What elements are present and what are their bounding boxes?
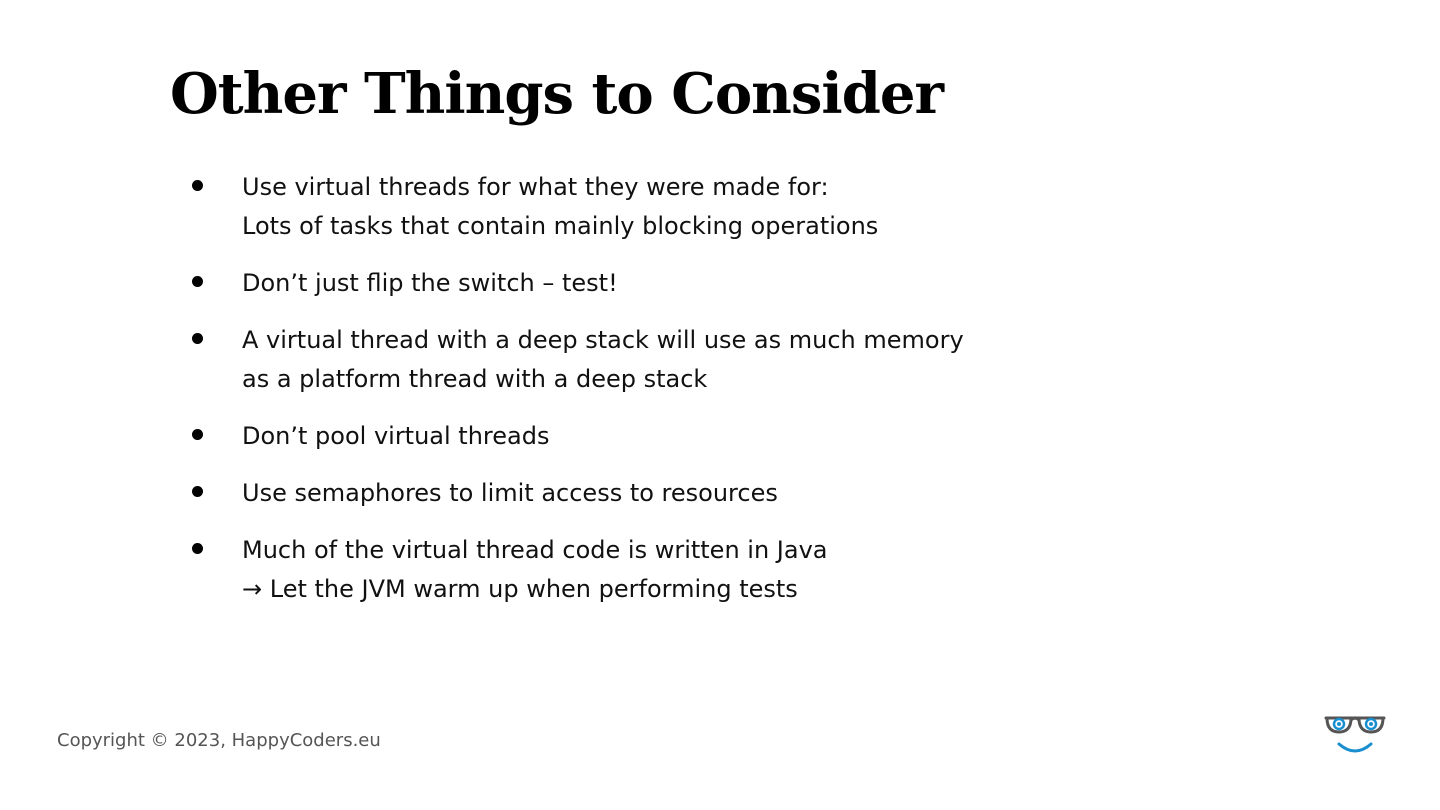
bullet-text-line: A virtual thread with a deep stack will … bbox=[242, 326, 964, 354]
list-item: Use virtual threads for what they were m… bbox=[185, 168, 964, 246]
list-item: Much of the virtual thread code is writt… bbox=[185, 531, 964, 609]
bullet-text-line: Don’t just flip the switch – test! bbox=[242, 269, 618, 297]
footer-copyright: Copyright © 2023, HappyCoders.eu bbox=[57, 730, 381, 751]
bullet-dot-icon bbox=[192, 180, 203, 191]
list-item: Use semaphores to limit access to resour… bbox=[185, 474, 964, 513]
bullet-text-line: Use virtual threads for what they were m… bbox=[242, 173, 829, 201]
bullet-text-line: Much of the virtual thread code is writt… bbox=[242, 536, 828, 564]
glasses-smile-logo-icon bbox=[1324, 716, 1386, 753]
bullet-dot-icon bbox=[192, 333, 203, 344]
bullet-text-line: Don’t pool virtual threads bbox=[242, 422, 550, 450]
bullet-text-line: Use semaphores to limit access to resour… bbox=[242, 479, 778, 507]
bullet-dot-icon bbox=[192, 543, 203, 554]
bullet-dot-icon bbox=[192, 276, 203, 287]
bullet-text-line: Lots of tasks that contain mainly blocki… bbox=[242, 212, 879, 240]
list-item: Don’t just flip the switch – test! bbox=[185, 264, 964, 303]
bullet-dot-icon bbox=[192, 429, 203, 440]
list-item: Don’t pool virtual threads bbox=[185, 417, 964, 456]
bullet-dot-icon bbox=[192, 486, 203, 497]
bullet-text-line: → Let the JVM warm up when performing te… bbox=[242, 575, 798, 603]
bullet-list: Use virtual threads for what they were m… bbox=[185, 168, 964, 627]
list-item: A virtual thread with a deep stack will … bbox=[185, 321, 964, 399]
slide-title: Other Things to Consider bbox=[170, 61, 944, 127]
bullet-text-line: as a platform thread with a deep stack bbox=[242, 365, 708, 393]
